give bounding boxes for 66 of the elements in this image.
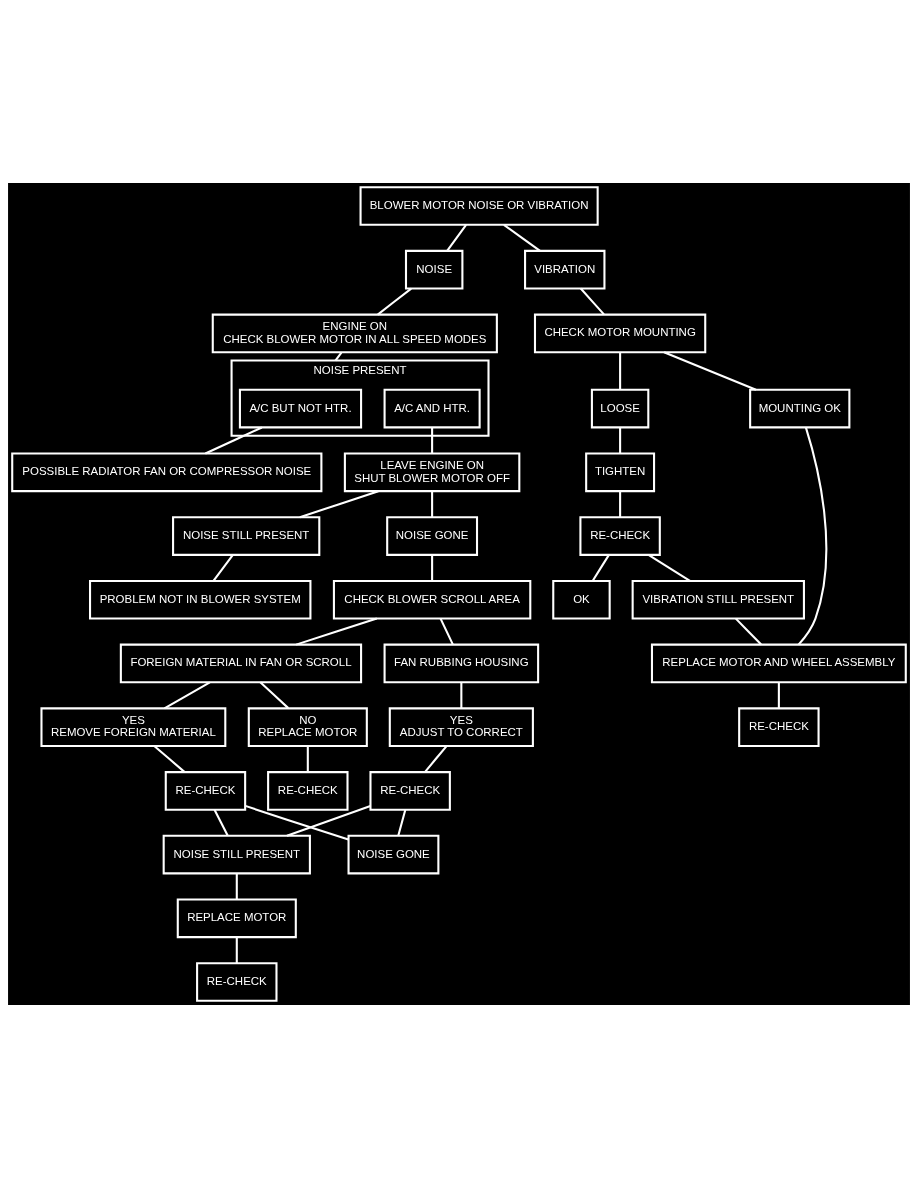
node-box: RE-CHECK [579, 516, 661, 556]
connector [431, 554, 434, 581]
node-box: VIBRATION STILL PRESENT [631, 579, 805, 620]
connector [619, 427, 622, 454]
connector [663, 351, 757, 391]
node-box: NOISE STILL PRESENT [162, 834, 311, 875]
node-box: NOISE STILL PRESENT [172, 516, 321, 556]
node-box: PROBLEM NOT IN BLOWER SYSTEM [89, 579, 312, 620]
connector [204, 426, 263, 455]
node-box: RE-CHECK [164, 771, 247, 811]
node-box: CHECK BLOWER SCROLL AREA [332, 579, 532, 620]
connector [446, 224, 467, 252]
connector [439, 618, 454, 645]
node-box: REPLACE MOTOR AND WHEEL ASSEMBLY [650, 643, 907, 684]
connector [397, 809, 407, 836]
node-box: ENGINE ON CHECK BLOWER MOTOR IN ALL SPEED MODES [211, 313, 498, 354]
connector [619, 352, 622, 390]
connector [431, 491, 434, 517]
node-box: POSSIBLE RADIATOR FAN OR COMPRESSOR NOISE [11, 452, 323, 493]
node-box: NO REPLACE MOTOR [247, 707, 368, 747]
connector [591, 554, 610, 582]
connector [212, 554, 234, 582]
node-box: LEAVE ENGINE ON SHUT BLOWER MOTOR OFF [343, 452, 521, 493]
node-box: NOISE GONE [347, 834, 440, 875]
connector [245, 804, 349, 841]
node-box: MOUNTING OK [749, 388, 851, 429]
node-box: RE-CHECK [369, 771, 451, 811]
connector [777, 682, 780, 709]
node-box: YES ADJUST TO CORRECT [388, 707, 534, 747]
connector [334, 351, 343, 362]
connector [295, 617, 378, 646]
node-box: BLOWER MOTOR NOISE OR VIBRATION [359, 186, 599, 226]
node-box: FOREIGN MATERIAL IN FAN OR SCROLL [119, 643, 363, 684]
node-box: RE-CHECK [267, 771, 349, 811]
node-box: A/C AND HTR. [383, 388, 481, 429]
connector [735, 617, 762, 646]
connector [580, 287, 605, 316]
node-box: A/C BUT NOT HTR. [238, 388, 363, 429]
connector [460, 682, 463, 709]
node-box: NOISE [404, 249, 464, 290]
connector [299, 490, 379, 519]
node-box: OK [552, 579, 611, 620]
node-box: RE-CHECK [738, 707, 820, 747]
connector [619, 491, 622, 517]
connector [259, 681, 289, 709]
node-box: REPLACE MOTOR [176, 898, 297, 939]
node-box: VIBRATION [524, 249, 606, 290]
node-box: RE-CHECK [196, 962, 278, 1002]
connector [424, 745, 448, 773]
node-box: NOISE GONE [386, 516, 479, 556]
connector [235, 937, 238, 963]
connector [235, 873, 238, 900]
node-box: FAN RUBBING HOUSING [383, 643, 540, 684]
connector [647, 554, 691, 582]
connector [431, 427, 434, 454]
connector [503, 224, 541, 252]
node-box: YES REMOVE FOREIGN MATERIAL [40, 707, 227, 747]
node-box: LOOSE [590, 388, 650, 429]
connector [377, 287, 412, 316]
node-box: TIGHTEN [585, 452, 656, 493]
connector [306, 746, 309, 772]
node-box: CHECK MOTOR MOUNTING [533, 313, 707, 354]
connector [286, 805, 371, 837]
connector [213, 809, 229, 837]
connector [797, 427, 828, 646]
connector [153, 745, 186, 773]
